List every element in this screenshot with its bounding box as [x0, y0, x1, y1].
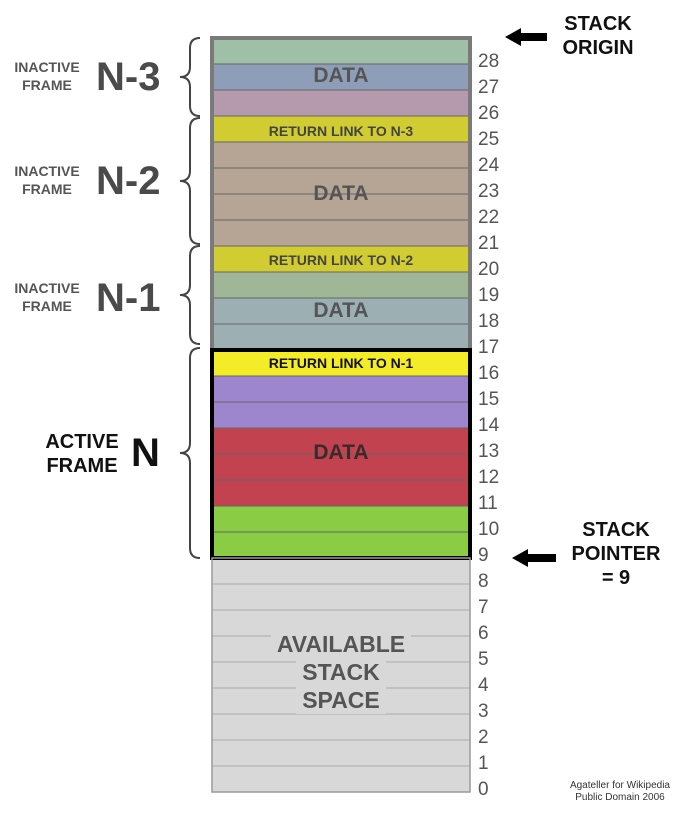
slot-number: 18 — [478, 311, 500, 332]
stack-cell-19 — [211, 271, 471, 299]
stack-pointer-line-3: = 9 — [601, 567, 631, 589]
frame-n1-return-link-label: RETURN LINK TO N-2 — [268, 252, 414, 268]
available-line-1: AVAILABLE — [270, 630, 412, 658]
empty-cell-8 — [211, 557, 471, 585]
empty-cell-1 — [211, 739, 471, 767]
stack-origin-line-1: STACK — [564, 13, 632, 35]
slot-number: 7 — [478, 597, 489, 618]
slot-number: 2 — [478, 727, 489, 748]
slot-number: 20 — [478, 259, 500, 280]
available-stack-space-label: AVAILABLE STACK SPACE — [212, 630, 470, 714]
slot-number: 6 — [478, 623, 489, 644]
slot-number: 25 — [478, 129, 500, 150]
stack-cell-18 — [211, 297, 471, 325]
slot-number: 19 — [478, 285, 500, 306]
slot-number: 28 — [478, 51, 500, 72]
frame-n2-type-line-2: FRAME — [22, 181, 72, 197]
stack-pointer-line-1: STACK — [582, 519, 650, 541]
frame-n1-type-label: INACTIVE FRAME — [7, 279, 87, 315]
frame-n-name: N — [131, 431, 160, 475]
frame-n3-type-label: INACTIVE FRAME — [7, 58, 87, 94]
slot-number: 4 — [478, 675, 489, 696]
stack-pointer-line-2: POINTER — [571, 543, 661, 565]
frame-n-type-label: ACTIVE FRAME — [30, 430, 134, 478]
stack-cell-28 — [211, 37, 471, 65]
frame-n3-type-line-1: INACTIVE — [14, 59, 80, 75]
stack-origin-line-2: ORIGIN — [562, 37, 634, 59]
stack-cell-24 — [211, 141, 471, 169]
credit-line-2: Public Domain 2006 — [575, 792, 665, 803]
stack-origin-arrow — [505, 28, 547, 46]
frame-n3-brace — [179, 37, 201, 117]
credit-text: Agateller for Wikipedia Public Domain 20… — [570, 780, 670, 804]
slot-number: 12 — [478, 467, 500, 488]
empty-cell-7 — [211, 583, 471, 611]
stack-origin-label: STACK ORIGIN — [548, 12, 648, 60]
slot-number: 16 — [478, 363, 500, 384]
empty-cell-2 — [211, 713, 471, 741]
slot-number: 27 — [478, 77, 500, 98]
stack-cell-11 — [211, 479, 471, 507]
frame-n-type-line-1: ACTIVE — [45, 431, 119, 453]
frame-n-type-line-2: FRAME — [46, 455, 118, 477]
frame-n2-brace — [179, 117, 201, 245]
slot-number: 8 — [478, 571, 489, 592]
stack-cell-17 — [211, 323, 471, 351]
slot-number: 11 — [478, 493, 498, 514]
stack-cell-10 — [211, 505, 471, 533]
slot-number: 13 — [478, 441, 500, 462]
frame-n1-brace — [179, 245, 201, 345]
frame-n1-name: N-1 — [96, 276, 161, 320]
slot-number: 0 — [478, 779, 489, 800]
slot-number: 3 — [478, 701, 489, 722]
frame-n-data-label: DATA — [313, 441, 369, 464]
stack-pointer-label: STACK POINTER = 9 — [561, 518, 671, 590]
frame-n1-type-line-1: INACTIVE — [14, 280, 80, 296]
slot-number: 14 — [478, 415, 500, 436]
available-line-2: STACK — [296, 658, 386, 686]
slot-number: 5 — [478, 649, 489, 670]
stack-pointer-arrow — [512, 549, 556, 567]
slot-number: 9 — [478, 545, 489, 566]
frame-n-return-link-label: RETURN LINK TO N-1 — [268, 355, 414, 371]
slot-number: 23 — [478, 181, 500, 202]
available-space-border — [211, 557, 471, 793]
slot-number: 17 — [478, 337, 500, 358]
stack-cell-21 — [211, 219, 471, 247]
available-line-3: SPACE — [296, 686, 386, 714]
frame-n2-data-label: DATA — [313, 182, 369, 205]
slot-number: 21 — [478, 233, 500, 254]
slot-number: 26 — [478, 103, 500, 124]
frame-n-brace — [179, 347, 201, 559]
slot-number: 15 — [478, 389, 500, 410]
stack-cell-26 — [211, 89, 471, 117]
frame-n3-name: N-3 — [96, 55, 161, 99]
stack-cell-14 — [211, 401, 471, 429]
slot-number: 24 — [478, 155, 500, 176]
frame-n3-data-label: DATA — [313, 64, 369, 87]
frame-n2-return-link-label: RETURN LINK TO N-3 — [268, 123, 414, 139]
frame-n3-type-line-2: FRAME — [22, 77, 72, 93]
frame-n1-data-label: DATA — [313, 299, 369, 322]
stack-cell-15 — [211, 375, 471, 403]
slot-number: 22 — [478, 207, 500, 228]
frame-n2-type-line-1: INACTIVE — [14, 163, 80, 179]
stack-cell-9 — [211, 531, 471, 559]
frame-n2-name: N-2 — [96, 159, 161, 203]
slot-number: 1 — [478, 753, 489, 774]
frame-n2-type-label: INACTIVE FRAME — [7, 162, 87, 198]
slot-number: 10 — [478, 519, 500, 540]
frame-n1-type-line-2: FRAME — [22, 298, 72, 314]
credit-line-1: Agateller for Wikipedia — [569, 780, 670, 791]
empty-cell-0 — [211, 765, 471, 793]
